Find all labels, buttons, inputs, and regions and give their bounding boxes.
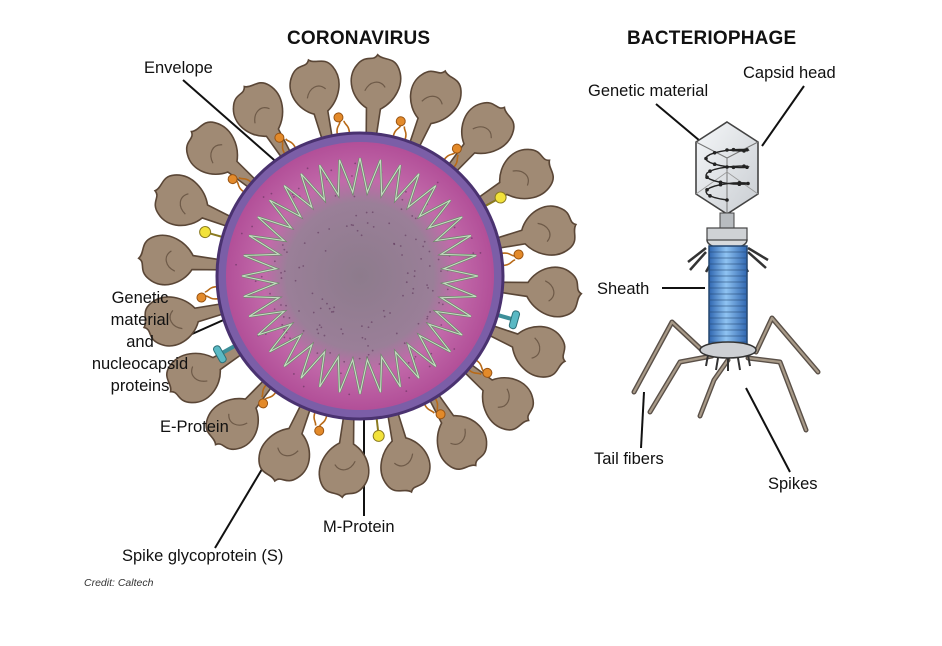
spike-protein <box>350 53 402 138</box>
spike-protein <box>142 296 226 347</box>
spike-protein <box>380 410 431 494</box>
label-m-protein: M-Protein <box>323 518 395 536</box>
orange-membrane-protein <box>258 383 278 409</box>
yellow-membrane-protein <box>372 416 385 442</box>
label-e-protein: E-Protein <box>160 418 229 436</box>
yellow-membrane-protein <box>199 226 224 239</box>
label-genetic-material-nucleocapsid: Genetic material and nucleocapsid protei… <box>91 289 189 395</box>
bacteriophage-leader-lines <box>640 85 805 473</box>
spike-protein <box>475 148 555 209</box>
spike-protein <box>461 362 535 431</box>
bacteriophage-illustration <box>631 121 821 433</box>
collar-body <box>706 227 748 241</box>
spike-protein <box>318 414 370 499</box>
leader-spikes <box>745 387 791 473</box>
spike-proteins <box>137 53 583 499</box>
coronavirus-title: CORONAVIRUS <box>287 28 431 49</box>
label-spike-glycoprotein: Spike glycoprotein (S) <box>122 547 284 565</box>
spike-protein <box>486 324 567 378</box>
baseplate-spikes <box>705 354 751 371</box>
label-sheath: Sheath <box>597 280 650 298</box>
sheath <box>708 245 748 347</box>
spike-protein <box>137 234 222 286</box>
label-capsid-head: Capsid head <box>743 64 836 82</box>
label-envelope: Envelope <box>144 59 213 77</box>
leader-tail-fibers <box>640 391 645 449</box>
spike-protein <box>258 402 312 483</box>
tail-fibers-highlight <box>632 316 820 432</box>
image-credit: Credit: Caltech <box>84 577 154 589</box>
orange-membrane-protein <box>196 285 220 303</box>
rna-helix-highlight <box>241 157 479 395</box>
spike-protein <box>408 69 462 150</box>
interior-speckles <box>235 159 482 396</box>
bacteriophage-title: BACTERIOPHAGE <box>627 28 797 49</box>
sheath-rings <box>710 251 746 343</box>
label-phage-genetic-material: Genetic material <box>588 82 709 100</box>
spike-protein <box>205 377 274 451</box>
spike-protein <box>498 266 583 318</box>
leader-capsid-head <box>761 85 805 147</box>
label-tail-fibers: Tail fibers <box>594 450 664 468</box>
label-spikes: Spikes <box>768 475 818 493</box>
orange-membrane-protein <box>227 174 253 194</box>
viral-interior <box>226 142 494 410</box>
spike-protein <box>446 101 515 175</box>
neck <box>719 212 735 230</box>
spike-protein <box>153 174 234 228</box>
phage-dna-beads <box>704 147 750 202</box>
yellow-membrane-protein <box>483 191 507 208</box>
spike-protein <box>494 205 578 256</box>
spike-protein <box>289 58 340 142</box>
coronavirus-illustration <box>137 53 583 499</box>
leader-phage-genetic <box>655 103 707 147</box>
orange-membrane-protein <box>442 143 462 169</box>
spike-protein <box>185 121 259 190</box>
capsid-head <box>695 121 759 215</box>
